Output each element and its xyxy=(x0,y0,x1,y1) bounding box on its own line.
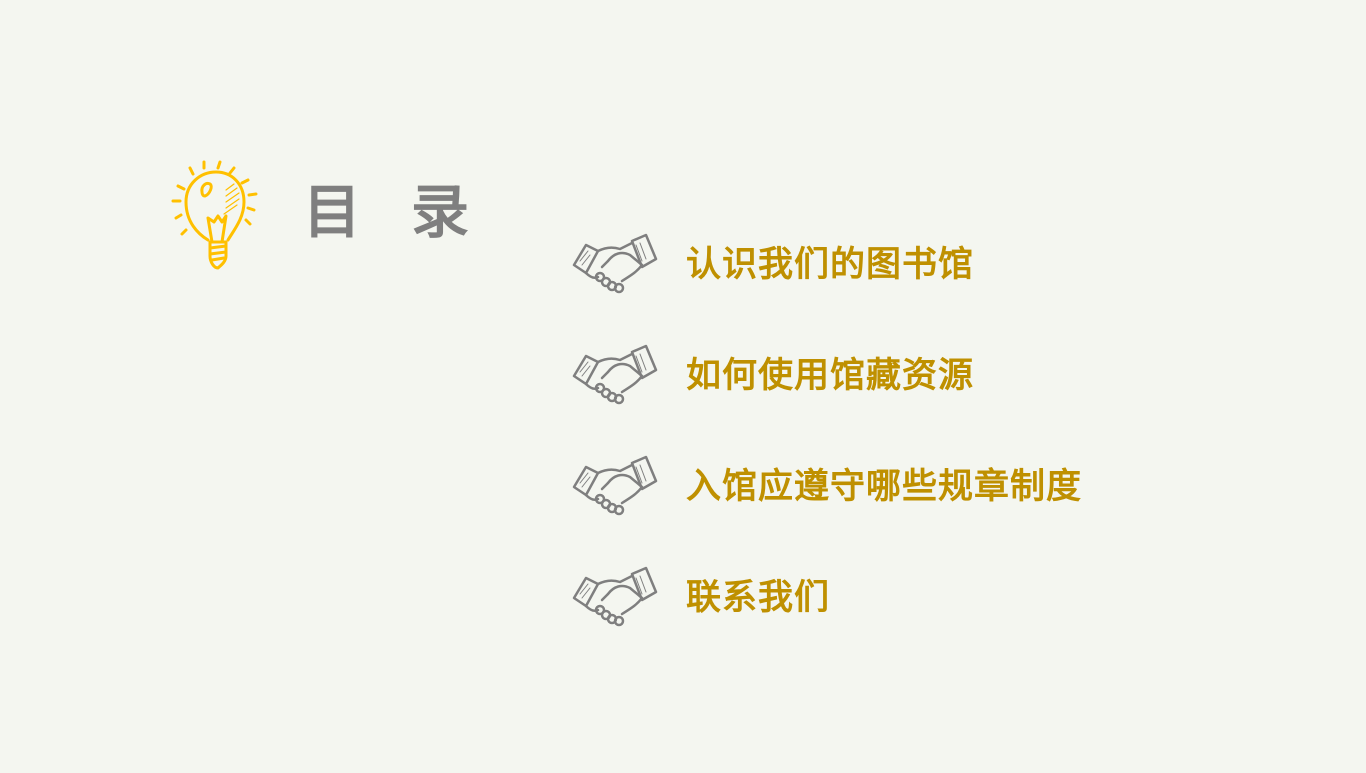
toc-item-4[interactable]: 联系我们 xyxy=(570,566,830,630)
toc-item-1[interactable]: 认识我们的图书馆 xyxy=(570,233,974,297)
handshake-icon xyxy=(572,566,658,627)
lightbulb-icon xyxy=(171,160,258,270)
toc-item-label: 如何使用馆藏资源 xyxy=(686,356,975,396)
handshake-icon xyxy=(572,344,658,405)
toc-item-label: 联系我们 xyxy=(686,578,831,618)
toc-item-label: 入馆应遵守哪些规章制度 xyxy=(686,467,1083,507)
page-title: 目录 xyxy=(303,180,469,244)
toc-item-2[interactable]: 如何使用馆藏资源 xyxy=(570,344,974,408)
handshake-icon xyxy=(572,233,658,294)
toc-item-3[interactable]: 入馆应遵守哪些规章制度 xyxy=(570,455,1082,519)
toc-item-label: 认识我们的图书馆 xyxy=(686,245,975,285)
handshake-icon xyxy=(572,455,658,516)
title-char-2: 录 xyxy=(411,178,470,246)
title-char-1: 目 xyxy=(303,178,362,246)
